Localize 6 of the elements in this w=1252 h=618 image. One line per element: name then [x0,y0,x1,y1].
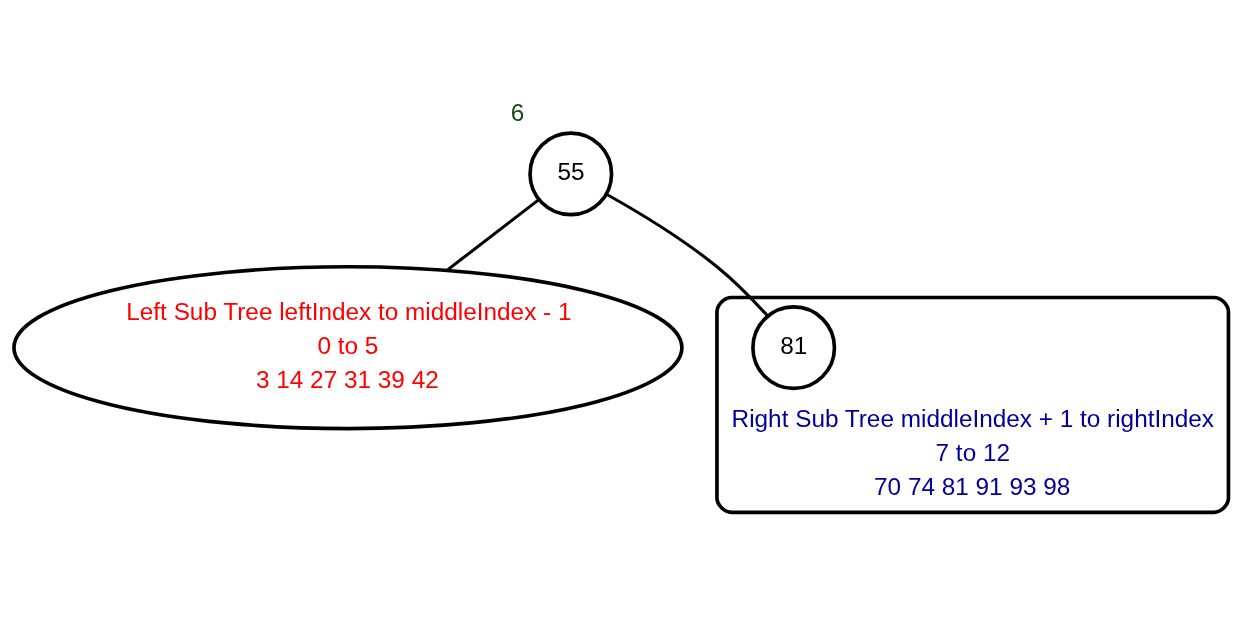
node-circle: 81 [751,304,837,390]
connector [605,192,770,317]
node-label: 6 [510,98,525,126]
connector [446,197,540,272]
node-circle: 55 [528,130,614,216]
node-ellipse: Left Sub Tree leftIndex to middleIndex - 1 0 to 5 3 14 27 31 39 42 [12,264,684,430]
